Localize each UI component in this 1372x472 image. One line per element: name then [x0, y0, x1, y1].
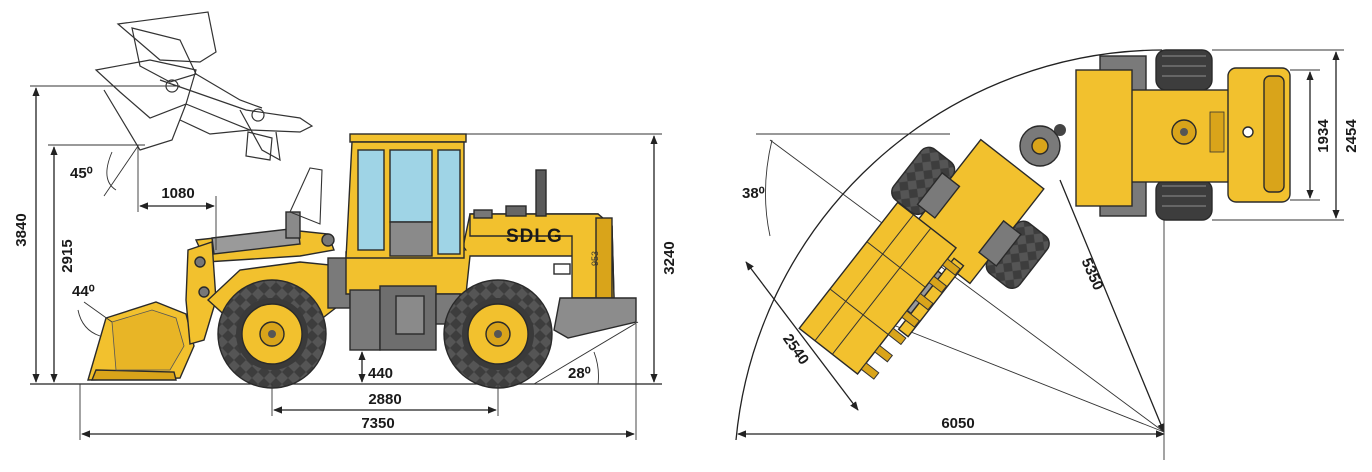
bucket-turned: [798, 201, 961, 380]
rear-wheel: [443, 279, 553, 389]
top-view: 6050 5350 38⁰ 2540: [735, 49, 1360, 460]
angle-line-45: [103, 145, 139, 197]
dim-2880: 2880: [368, 391, 401, 408]
angle-arc-38: [765, 139, 773, 237]
center-frame: [349, 285, 461, 351]
dim-2540: 2540: [779, 331, 812, 368]
dim-2915: 2915: [59, 239, 76, 272]
front-wheel: [217, 279, 327, 389]
angle-44: 44⁰: [72, 283, 95, 300]
angle-45: 45⁰: [70, 165, 93, 182]
boom-arm: [194, 167, 335, 263]
dim-2454: 2454: [1343, 119, 1360, 153]
dim-1080: 1080: [161, 185, 194, 202]
model-plate: 953: [590, 251, 600, 266]
angle-line-44: [83, 301, 113, 323]
lowered-bucket: [87, 241, 217, 381]
dim-3240: 3240: [661, 241, 678, 274]
dim-5350: 5350: [1078, 255, 1107, 292]
angle-line-28: [533, 321, 639, 385]
angle-arc-28: [593, 351, 599, 385]
rear-chassis: [1054, 49, 1291, 221]
angle-28: 28⁰: [568, 365, 591, 382]
articulation-joint: [1019, 125, 1061, 167]
raised-bucket-outline: [94, 11, 314, 162]
dim-line-2540: [745, 261, 859, 411]
radius-line-5350: [1059, 179, 1165, 433]
angle-38: 38⁰: [742, 185, 765, 202]
rear-body: 953: [345, 169, 637, 339]
angle-arc-44: [77, 309, 101, 337]
brand-logo-text: SDLG: [506, 226, 563, 247]
dim-7350: 7350: [361, 415, 394, 432]
cab: [345, 133, 467, 259]
dim-3840: 3840: [13, 213, 30, 246]
angle-arc-45: [106, 151, 117, 191]
dim-440: 440: [368, 365, 393, 382]
side-view: 953 SDLG: [13, 11, 678, 440]
diag-line-1: [769, 139, 1165, 433]
dim-1934: 1934: [1315, 119, 1332, 153]
dim-6050: 6050: [941, 415, 974, 432]
